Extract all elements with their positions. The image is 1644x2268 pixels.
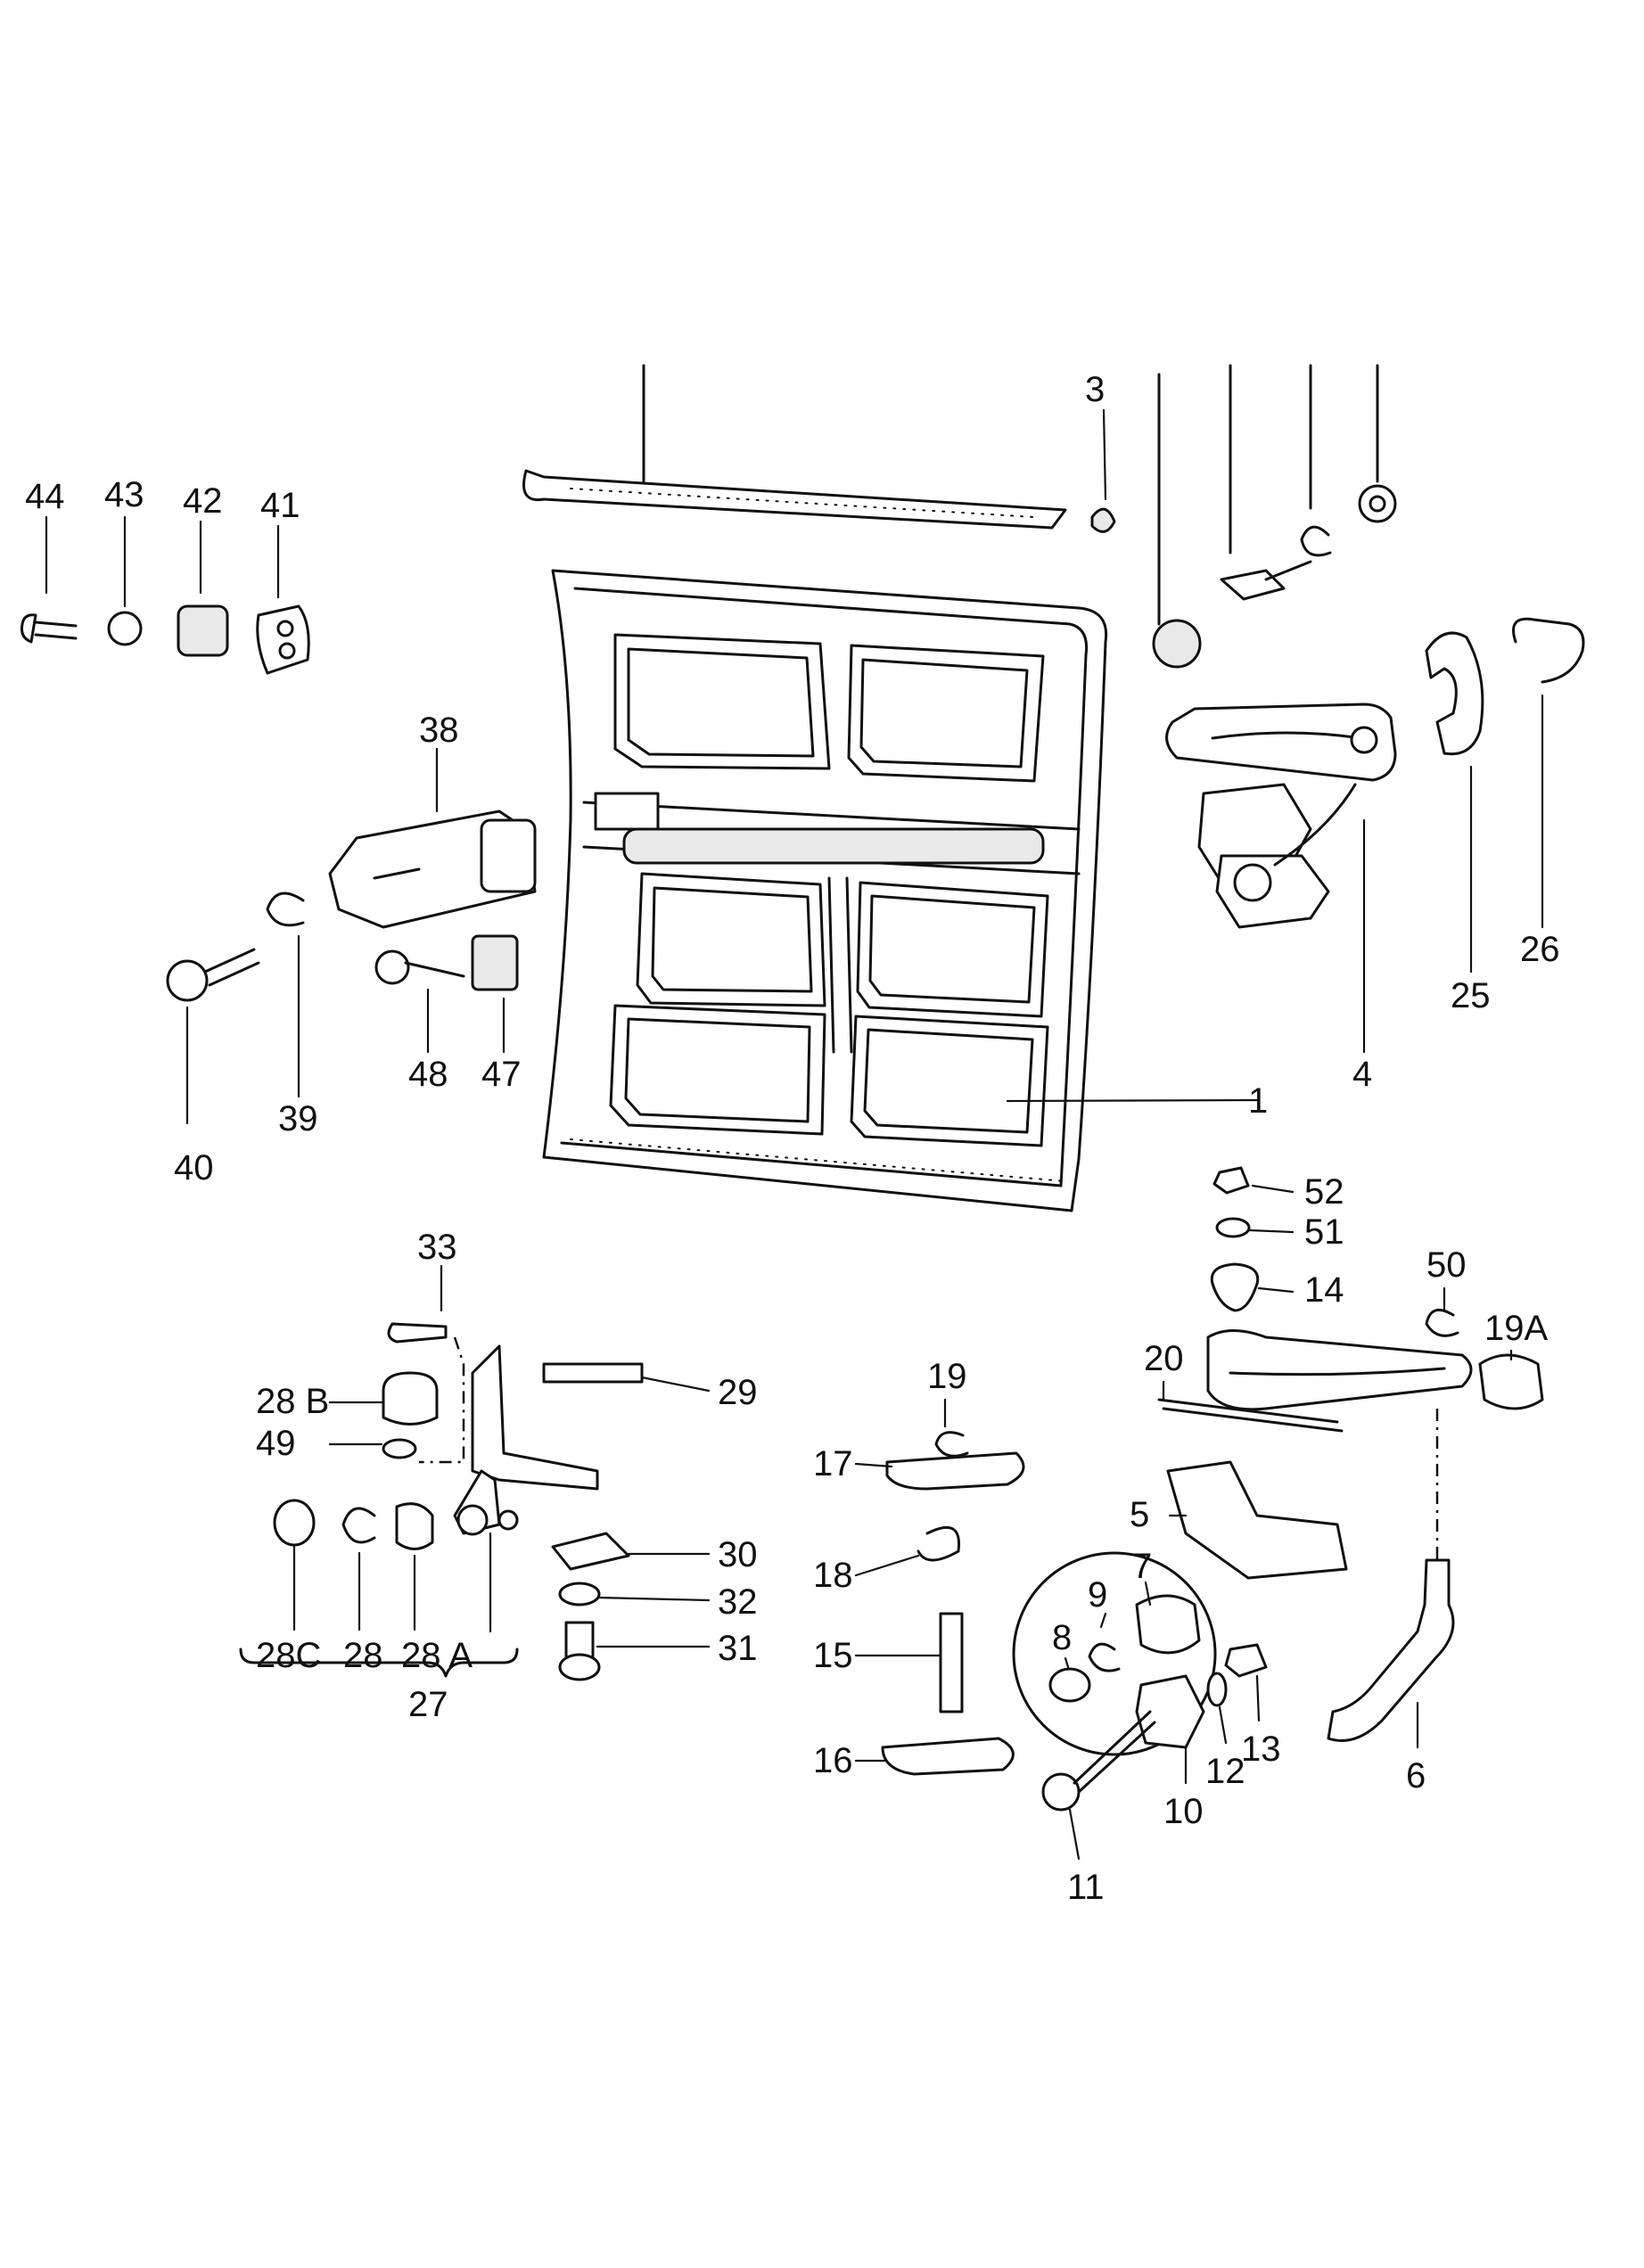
cap xyxy=(1090,507,1116,533)
label-29: 29 xyxy=(718,1373,758,1412)
label-4: 4 xyxy=(1352,1055,1372,1094)
label-19a: 19A xyxy=(1484,1309,1548,1348)
bracket-41 xyxy=(256,604,310,675)
label-38: 38 xyxy=(419,711,459,750)
label-30: 30 xyxy=(718,1535,758,1574)
screw-40 xyxy=(166,948,260,1002)
nut-52 xyxy=(1212,1166,1250,1195)
inner-handle xyxy=(1425,631,1484,756)
label-44: 44 xyxy=(25,477,65,516)
striker-plate-38 xyxy=(328,809,537,929)
label-5: 5 xyxy=(1130,1495,1149,1534)
circlip-28 xyxy=(341,1507,376,1544)
lock-rod xyxy=(1206,1329,1473,1411)
label-28c: 28C xyxy=(256,1636,321,1675)
label-40: 40 xyxy=(174,1148,214,1187)
spring-20 xyxy=(1157,1398,1344,1433)
label-41: 41 xyxy=(260,486,300,525)
clip-47 xyxy=(471,934,519,991)
label-31: 31 xyxy=(718,1629,758,1668)
label-7: 7 xyxy=(1132,1547,1152,1586)
label-33: 33 xyxy=(417,1228,457,1267)
label-49: 49 xyxy=(256,1424,296,1463)
label-27: 27 xyxy=(408,1685,448,1724)
label-26: 26 xyxy=(1520,930,1560,969)
circlip-9 xyxy=(1088,1642,1121,1672)
hinge-assembly xyxy=(419,1336,644,1536)
clip-42 xyxy=(177,604,229,657)
screw-48 xyxy=(374,949,465,985)
label-8: 8 xyxy=(1052,1618,1072,1657)
label-32: 32 xyxy=(718,1582,758,1622)
door-panel xyxy=(542,569,1108,1212)
washer-32 xyxy=(558,1582,601,1606)
label-12: 12 xyxy=(1205,1752,1245,1791)
pin-15 xyxy=(939,1612,964,1713)
label-3: 3 xyxy=(1085,370,1105,409)
detail-circle xyxy=(1012,1551,1217,1756)
snap-ring xyxy=(1300,525,1332,557)
label-48: 48 xyxy=(408,1055,448,1094)
lock-assembly xyxy=(1165,703,1397,929)
nut-43 xyxy=(107,611,143,646)
bolt-31 xyxy=(558,1621,601,1681)
label-11: 11 xyxy=(1067,1868,1105,1907)
label-52: 52 xyxy=(1304,1172,1344,1212)
spring-18 xyxy=(917,1525,961,1562)
washer-12 xyxy=(1206,1672,1228,1707)
label-9: 9 xyxy=(1088,1575,1107,1615)
label-50: 50 xyxy=(1426,1245,1467,1285)
label-20: 20 xyxy=(1144,1339,1184,1378)
label-28b: 28 B xyxy=(256,1382,329,1421)
label-14: 14 xyxy=(1304,1270,1344,1310)
nut-8 xyxy=(1048,1667,1091,1703)
label-28: 28 xyxy=(343,1636,383,1675)
bushing-28b xyxy=(382,1371,439,1426)
rubber-stop xyxy=(1152,619,1202,669)
label-1: 1 xyxy=(1248,1081,1268,1121)
label-39: 39 xyxy=(278,1099,318,1138)
label-16: 16 xyxy=(813,1741,853,1780)
label-51: 51 xyxy=(1304,1212,1344,1252)
bolt xyxy=(1220,560,1312,601)
label-18: 18 xyxy=(813,1556,853,1595)
screw-44 xyxy=(21,613,78,644)
lever-16 xyxy=(881,1737,1015,1776)
nut-13 xyxy=(1224,1643,1268,1678)
lock-body-5 xyxy=(1166,1460,1348,1580)
label-42: 42 xyxy=(183,481,223,521)
label-6: 6 xyxy=(1406,1756,1426,1796)
label-15: 15 xyxy=(813,1636,853,1675)
bolt-11 xyxy=(1041,1710,1156,1812)
bracket-27 xyxy=(239,1648,519,1678)
lever-17 xyxy=(885,1451,1025,1491)
handle-6 xyxy=(1327,1409,1455,1742)
bush-14 xyxy=(1210,1262,1260,1312)
label-25: 25 xyxy=(1451,976,1491,1015)
circlip-39 xyxy=(266,892,305,927)
label-47: 47 xyxy=(481,1055,522,1094)
cap-28c xyxy=(273,1499,316,1547)
washer-51 xyxy=(1215,1217,1251,1238)
block-10 xyxy=(1135,1674,1205,1749)
label-19: 19 xyxy=(927,1357,967,1396)
label-10: 10 xyxy=(1163,1792,1204,1831)
roller-19a xyxy=(1478,1353,1544,1410)
ring-49 xyxy=(382,1438,417,1459)
bushing-28a xyxy=(395,1502,434,1550)
circlip-50 xyxy=(1425,1308,1459,1337)
label-43: 43 xyxy=(104,475,144,514)
screw-33 xyxy=(387,1322,448,1344)
bushing-7 xyxy=(1135,1594,1201,1655)
spring-clip xyxy=(1512,617,1585,684)
label-28a: 28 A xyxy=(401,1636,473,1675)
top-rail xyxy=(522,364,1067,530)
plate-30 xyxy=(551,1532,630,1571)
leader-lines xyxy=(45,408,1544,1861)
circlip-19 xyxy=(934,1431,969,1458)
label-17: 17 xyxy=(813,1444,853,1483)
label-13: 13 xyxy=(1241,1730,1281,1769)
